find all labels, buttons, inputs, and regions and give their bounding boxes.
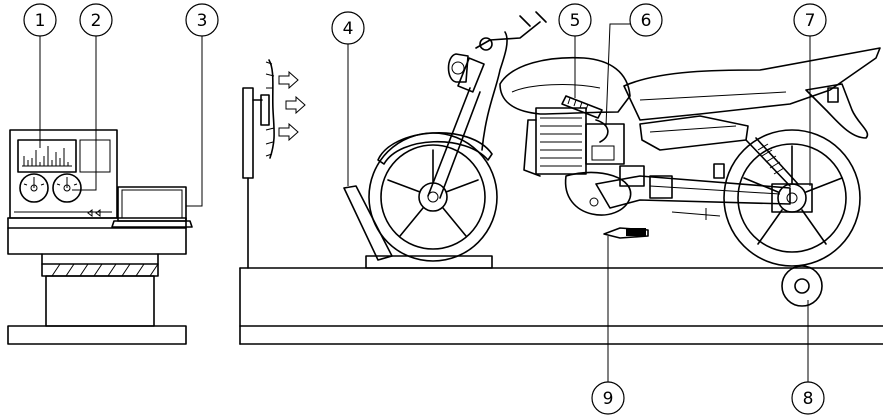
gauge-left: [19, 173, 49, 203]
cooling-fan: [242, 59, 306, 269]
callout-2: 2: [79, 3, 113, 37]
fuel-tank: [499, 56, 631, 115]
callout-7-text: 7: [805, 11, 816, 31]
console-display: [17, 139, 77, 173]
wheel-clamp: [343, 185, 393, 261]
sensor-5: [561, 95, 603, 119]
callout-3-text: 3: [197, 11, 208, 31]
motorcycle: [368, 11, 881, 267]
callout-3: 3: [185, 3, 219, 37]
leader-lines: [39, 23, 811, 388]
front-fender: [377, 131, 493, 165]
callout-6: 6: [629, 3, 663, 37]
test-bed: [239, 185, 883, 345]
engine: [523, 107, 625, 177]
rear-shock: [745, 137, 799, 187]
callout-2-text: 2: [91, 11, 102, 31]
airflow-arrow-icon: [278, 70, 299, 90]
callout-1-text: 1: [35, 11, 46, 31]
rear-wheel: [723, 129, 861, 267]
callout-8-text: 8: [803, 389, 814, 409]
callout-9-text: 9: [603, 389, 614, 409]
airflow-arrow-icon: [285, 95, 306, 115]
brake-cable: [481, 31, 508, 151]
callout-4: 4: [331, 11, 365, 45]
callout-5-text: 5: [570, 11, 581, 31]
callout-4-text: 4: [343, 19, 354, 39]
airflow-arrow-icon: [278, 122, 299, 142]
callout-6-text: 6: [641, 11, 652, 31]
callout-9: 9: [591, 381, 625, 415]
control-console: [7, 129, 187, 345]
callout-1: 1: [23, 3, 57, 37]
callout-8: 8: [791, 381, 825, 415]
swingarm: [595, 175, 791, 209]
headlight: [447, 53, 469, 83]
callout-7: 7: [793, 3, 827, 37]
laptop: [111, 186, 193, 228]
callout-5: 5: [558, 3, 592, 37]
dyno-roller: [781, 265, 823, 307]
gauge-right: [52, 173, 82, 203]
